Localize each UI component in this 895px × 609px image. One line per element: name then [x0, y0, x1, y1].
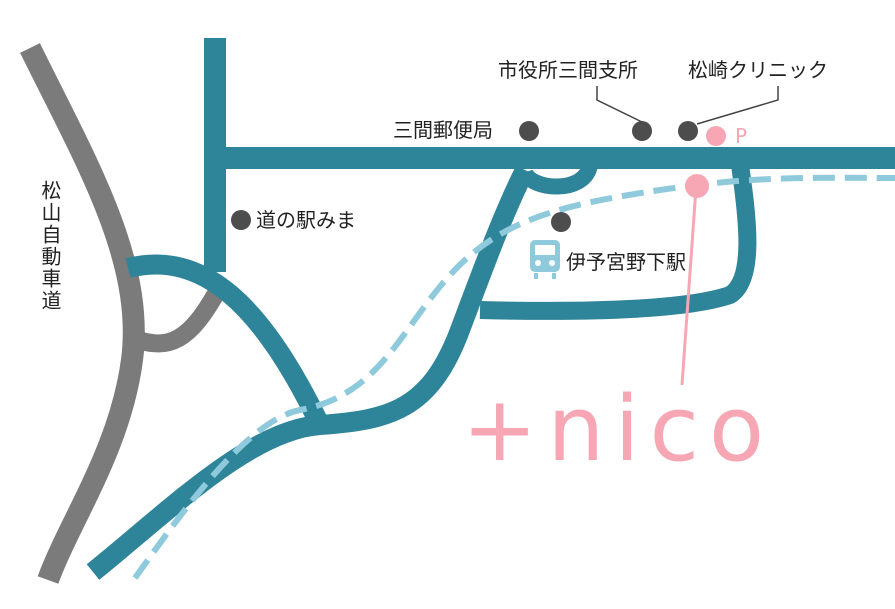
leader-city-branch [596, 86, 643, 123]
parking-label: P [735, 124, 748, 148]
expressway [20, 43, 145, 584]
diagonal-road [86, 165, 534, 580]
railway [132, 174, 895, 580]
parking-marker [706, 126, 726, 146]
poi-dot-city-branch [632, 121, 652, 141]
label-station: 伊予宮野下駅 [566, 250, 686, 274]
poi-dot-roadside-station [231, 210, 251, 230]
poi-dot-post-office [519, 121, 539, 141]
station-hook-road [517, 162, 598, 195]
train-icon [530, 240, 560, 279]
label-clinic: 松崎クリニック [688, 58, 828, 82]
label-post-office: 三間郵便局 [393, 118, 493, 142]
leader-clinic [696, 86, 779, 125]
loop-road [479, 163, 757, 320]
label-roadside-station: 道の駅みま [256, 208, 356, 232]
poi-dot-clinic [678, 121, 698, 141]
label-expressway: 松山自動車道 [38, 180, 62, 312]
destination-marker [685, 174, 709, 198]
label-city-branch: 市役所三間支所 [498, 58, 638, 82]
pointer-line [680, 187, 698, 386]
interchange-road [125, 254, 330, 430]
poi-dot-station [551, 212, 571, 232]
expressway-ramp [128, 285, 226, 353]
brand-logo: +nico [462, 377, 775, 482]
